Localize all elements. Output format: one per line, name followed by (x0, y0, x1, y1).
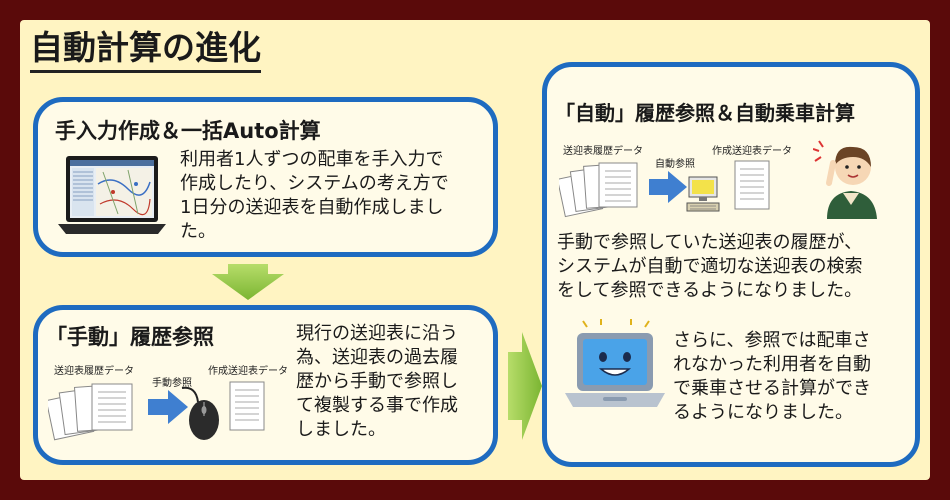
stage3-line: で乗車させる計算ができ (673, 378, 871, 399)
stage1-line: 作成したり、システムの考え方で (180, 173, 449, 194)
stage3-box: 「自動」履歴参照＆自動乗車計算 送迎表履歴データ 自動参照 作成送迎表データ (542, 62, 920, 467)
stage1-description: 利用者1人ずつの配車を手入力で 作成したり、システムの考え方で 1日分の送迎表を… (180, 148, 500, 244)
page-title: 自動計算の進化 (30, 26, 261, 73)
down-arrow-icon (212, 264, 284, 300)
computer-icon (686, 176, 720, 212)
manual-ref-label: 手動参照 (152, 378, 192, 389)
right-arrow-icon (649, 171, 687, 203)
stage3-line: 手動で参照していた送迎表の履歴が、 (557, 232, 863, 253)
stage3-line: れなかった利用者を自動 (673, 354, 871, 375)
history-data-label: 送迎表履歴データ (54, 366, 134, 377)
stage3-line: るようになりました。 (673, 402, 853, 423)
stage3-line: をして参照できるようになりました。 (557, 280, 863, 301)
stage1-line: 利用者1人ずつの配車を手入力で (180, 149, 444, 170)
stage2-line: 為、送迎表の過去履 (296, 347, 458, 368)
stage2-line: 歴から手動で参照し (296, 371, 458, 392)
progress-arrow-icon (508, 332, 542, 440)
output-data-label: 作成送迎表データ (208, 366, 288, 377)
document-stack-icon (48, 383, 133, 441)
output-data-label: 作成送迎表データ (712, 146, 792, 157)
smiling-laptop-icon (565, 319, 665, 407)
stage1-line: た。 (180, 221, 216, 242)
right-arrow-icon (148, 390, 188, 424)
history-data-label: 送迎表履歴データ (563, 146, 643, 157)
stage2-box: 「手動」履歴参照 送迎表履歴データ 手動参照 作成送迎表データ (33, 305, 498, 465)
stage1-box: 手入力作成＆一括Auto計算 利用者1人ずつの配車を手入力で 作成したり、システ… (33, 97, 498, 257)
stage3-description-2: さらに、参照では配車さ れなかった利用者を自動 で乗車させる計算ができ るように… (673, 329, 913, 425)
stage1-line: 1日分の送迎表を自動作成しまし (180, 197, 444, 218)
stage3-line: さらに、参照では配車さ (673, 330, 871, 351)
stage2-line: 現行の送迎表に沿う (296, 323, 458, 344)
auto-ref-label: 自動参照 (655, 159, 695, 170)
stage2-description: 現行の送迎表に沿う 為、送迎表の過去履 歴から手動で参照し て複製する事で作成 … (296, 322, 496, 442)
output-document-icon (229, 381, 265, 431)
output-document-icon (734, 160, 770, 210)
document-stack-icon (559, 162, 638, 218)
stage2-line: て複製する事で作成 (296, 395, 458, 416)
stage3-line: システムが自動で適切な送迎表の検索 (557, 256, 863, 277)
laptop-icon (58, 156, 166, 234)
stage3-title: 「自動」履歴参照＆自動乗車計算 (555, 101, 855, 125)
stage2-line: しました。 (296, 419, 386, 440)
mouse-icon (181, 386, 219, 440)
stage1-title: 手入力作成＆一括Auto計算 (55, 119, 321, 143)
stage2-title: 「手動」履歴参照 (46, 325, 214, 349)
stage3-description-1: 手動で参照していた送迎表の履歴が、 システムが自動で適切な送迎表の検索 をして参… (557, 231, 919, 303)
person-icon (813, 140, 877, 219)
